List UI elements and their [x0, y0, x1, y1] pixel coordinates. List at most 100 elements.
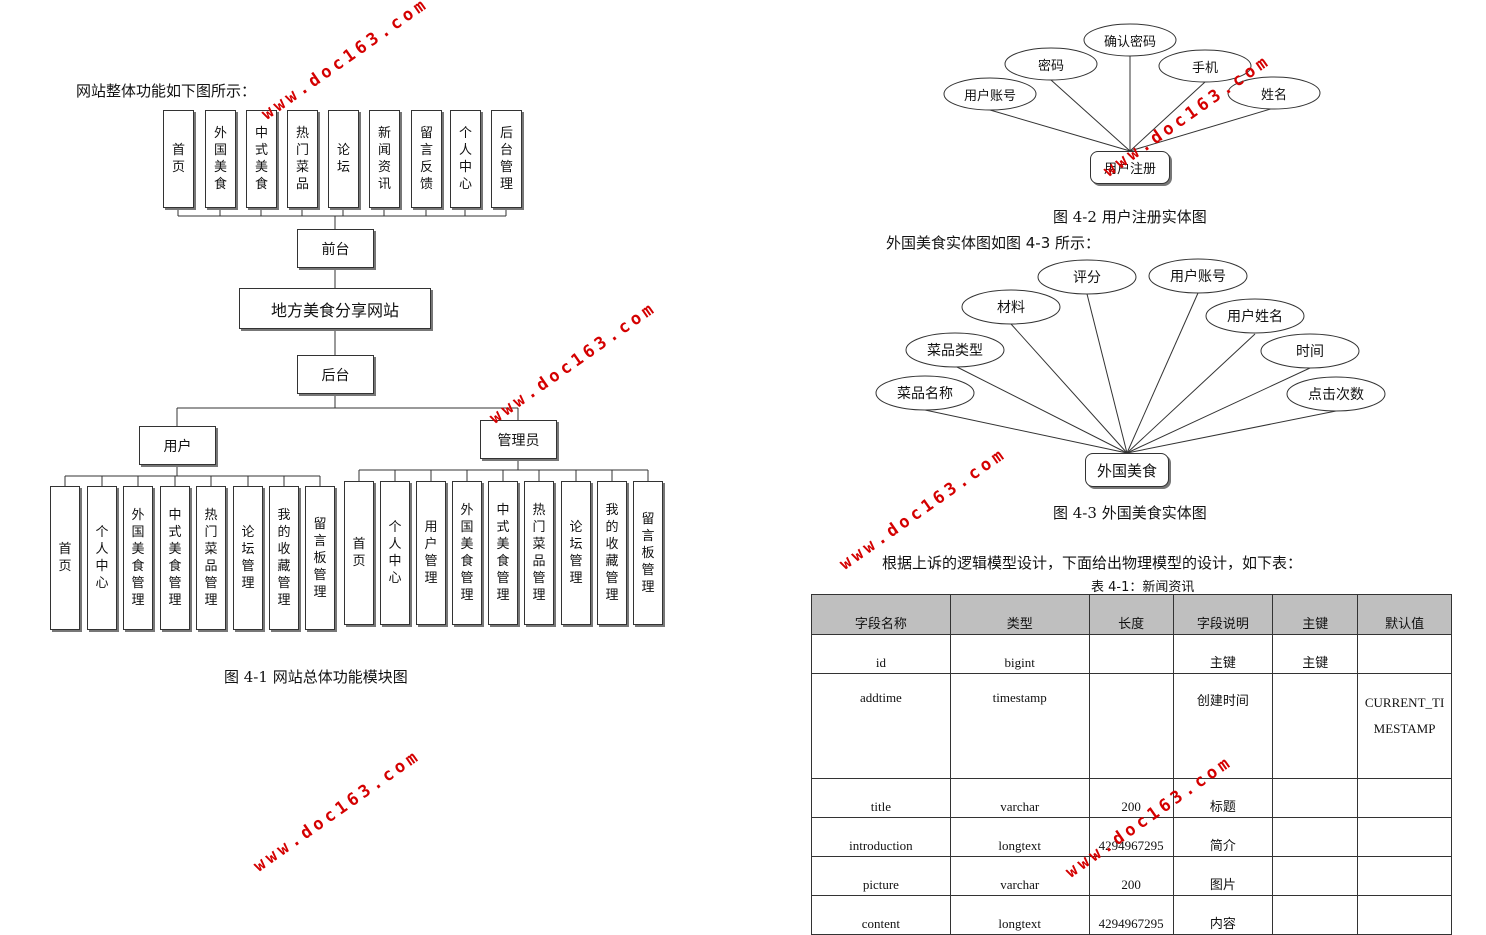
cell	[1272, 817, 1359, 857]
intro-text: 网站整体功能如下图所示：	[76, 82, 257, 100]
user-module-home: 首页	[50, 486, 80, 630]
node-admin: 管理员	[480, 420, 557, 459]
er1-attr-name: 姓名	[1260, 87, 1287, 103]
cell: 主键	[1272, 634, 1359, 674]
cell: id	[811, 634, 951, 674]
cell	[1272, 673, 1359, 779]
table-intro: 根据上诉的逻辑模型设计，下面给出物理模型的设计，如下表：	[882, 554, 1303, 572]
module-home: 首页	[163, 110, 194, 208]
er2-ellipses	[875, 258, 1386, 412]
cell: 4294967295	[1088, 895, 1174, 935]
cell: varchar	[949, 856, 1090, 896]
header-field-name: 字段名称	[811, 594, 951, 635]
cell: 简介	[1172, 817, 1274, 857]
cell	[1357, 778, 1452, 818]
module-foreign-food: 外国美食	[205, 110, 236, 208]
user-module-favorites: 我的收藏管理	[269, 486, 299, 630]
module-backend: 后台管理	[491, 110, 522, 208]
cell	[1357, 856, 1452, 896]
cell: introduction	[811, 817, 951, 857]
module-personal-center: 个人中心	[450, 110, 481, 208]
figure-caption-4-2: 图 4-2 用户注册实体图	[1053, 208, 1207, 226]
cell: longtext	[949, 817, 1090, 857]
module-feedback: 留言反馈	[411, 110, 442, 208]
figure-caption-4-1: 图 4-1 网站总体功能模块图	[224, 668, 408, 686]
cell: 4294967295	[1088, 817, 1174, 857]
news-table: 字段名称 类型 长度 字段说明 主键 默认值 id bigint 主键 主键 a…	[811, 594, 1452, 935]
er1-entity: 用户注册	[1090, 151, 1170, 184]
admin-module-favorites: 我的收藏管理	[597, 481, 627, 625]
figure-caption-4-3: 图 4-3 外国美食实体图	[1053, 504, 1207, 522]
admin-module-chinese: 中式美食管理	[488, 481, 518, 625]
cell: title	[811, 778, 951, 818]
user-module-foreign: 外国美食管理	[123, 486, 153, 630]
cell	[1272, 778, 1359, 818]
admin-module-foreign: 外国美食管理	[452, 481, 482, 625]
er2-attr-dish-name: 菜品名称	[897, 386, 953, 402]
er1-ellipses	[943, 23, 1321, 111]
admin-module-home: 首页	[344, 481, 374, 625]
module-news: 新闻资讯	[369, 110, 400, 208]
cell: CURRENT_TIMESTAMP	[1357, 673, 1452, 779]
cell: 创建时间	[1172, 673, 1274, 779]
er1-lines	[989, 56, 1275, 152]
user-module-personal: 个人中心	[87, 486, 117, 630]
er2-entity: 外国美食	[1085, 453, 1169, 487]
table-row: addtime timestamp 创建时间 CURRENT_TIMESTAMP	[811, 673, 1452, 779]
cell	[1357, 634, 1452, 674]
er1-attr-phone: 手机	[1191, 60, 1218, 76]
header-default: 默认值	[1357, 594, 1452, 635]
module-hot-dishes: 热门菜品	[287, 110, 318, 208]
cell: picture	[811, 856, 951, 896]
admin-module-forum: 论坛管理	[561, 481, 591, 625]
cell: 内容	[1172, 895, 1274, 935]
cell: longtext	[949, 895, 1090, 935]
cell	[1272, 895, 1359, 935]
cell	[1088, 673, 1174, 779]
cell: 200	[1088, 856, 1174, 896]
connector-lines	[64, 23, 1386, 486]
node-back: 后台	[297, 355, 374, 394]
cell	[1357, 817, 1452, 857]
cell: bigint	[949, 634, 1090, 674]
er2-attr-click-count: 点击次数	[1308, 387, 1364, 403]
user-module-chinese: 中式美食管理	[160, 486, 190, 630]
table-row: content longtext 4294967295 内容	[811, 895, 1452, 935]
cell	[1272, 856, 1359, 896]
cell	[1357, 895, 1452, 935]
module-chinese-food: 中式美食	[246, 110, 277, 208]
cell	[1088, 634, 1174, 674]
admin-module-personal: 个人中心	[380, 481, 410, 625]
user-module-forum: 论坛管理	[233, 486, 263, 630]
er1-attr-confirm-password: 确认密码	[1103, 34, 1156, 50]
header-description: 字段说明	[1172, 594, 1274, 635]
table-row: title varchar 200 标题	[811, 778, 1452, 818]
header-type: 类型	[949, 594, 1090, 635]
er2-attr-time: 时间	[1296, 344, 1324, 360]
table-title: 表 4-1：新闻资讯	[1091, 580, 1195, 595]
cell: timestamp	[949, 673, 1090, 779]
admin-module-board: 留言板管理	[633, 481, 663, 625]
user-module-hot: 热门菜品管理	[196, 486, 226, 630]
er2-attr-score: 评分	[1073, 270, 1101, 286]
cell: 图片	[1172, 856, 1274, 896]
er1-attr-password: 密码	[1037, 58, 1064, 74]
er1-attr-account: 用户账号	[963, 88, 1016, 104]
table-row: id bigint 主键 主键	[811, 634, 1452, 674]
table-header-row: 字段名称 类型 长度 字段说明 主键 默认值	[811, 594, 1452, 635]
admin-module-users: 用户管理	[416, 481, 446, 625]
node-user: 用户	[139, 426, 216, 465]
admin-module-hot: 热门菜品管理	[524, 481, 554, 625]
node-root: 地方美食分享网站	[239, 288, 431, 329]
er2-attr-material: 材料	[997, 300, 1025, 316]
header-length: 长度	[1088, 594, 1174, 635]
er2-attr-user-name: 用户姓名	[1227, 309, 1283, 325]
cell: 主键	[1172, 634, 1274, 674]
er2-attr-user-account: 用户账号	[1170, 269, 1226, 285]
module-forum: 论坛	[328, 110, 359, 208]
er2-attr-dish-type: 菜品类型	[927, 343, 983, 359]
cell: content	[811, 895, 951, 935]
table-row: picture varchar 200 图片	[811, 856, 1452, 896]
er2-intro: 外国美食实体图如图 4-3 所示：	[886, 234, 1101, 252]
header-primary-key: 主键	[1272, 594, 1359, 635]
